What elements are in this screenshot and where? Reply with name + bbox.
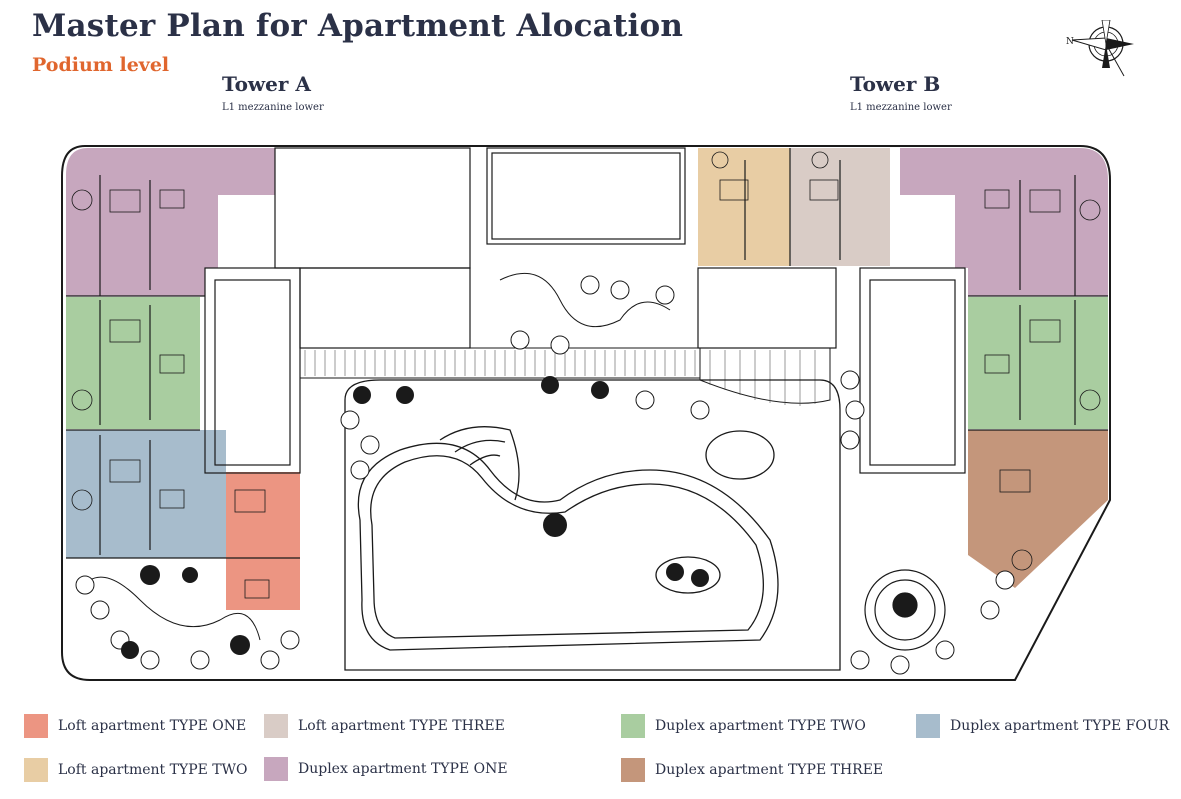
legend-label: Duplex apartment TYPE ONE	[298, 761, 508, 777]
legend-swatch	[24, 714, 48, 738]
page-subtitle: Podium level	[32, 54, 170, 76]
landscape-trees	[75, 275, 1015, 675]
legend-swatch	[24, 758, 48, 782]
loft-type-one-zone-tower-a	[226, 472, 300, 610]
swimming-pool	[344, 379, 841, 671]
legend-label: Duplex apartment TYPE THREE	[655, 762, 884, 778]
master-plan-drawing	[61, 145, 1111, 681]
legend-item-duplex-type-one: Duplex apartment TYPE ONE	[264, 757, 508, 781]
legend-label: Loft apartment TYPE ONE	[58, 718, 247, 734]
compass-north-label: N	[1066, 37, 1074, 47]
palm-trees	[121, 376, 709, 659]
legend-swatch	[621, 758, 645, 782]
legend-item-duplex-type-three: Duplex apartment TYPE THREE	[621, 758, 883, 782]
garden-path	[79, 576, 261, 641]
round-plaza	[864, 569, 946, 651]
duplex-type-one-zone-tower-b	[900, 148, 1108, 296]
tower-a-level: L1 mezzanine lower	[222, 102, 324, 113]
tower-a-title: Tower A	[222, 72, 311, 96]
legend-label: Loft apartment TYPE THREE	[298, 718, 505, 734]
duplex-type-two-zone-tower-a	[66, 297, 200, 429]
legend-swatch	[621, 714, 645, 738]
deck-hatching	[304, 350, 816, 406]
legend-swatch	[264, 714, 288, 738]
legend-swatch	[264, 757, 288, 781]
furniture-linework	[71, 151, 1101, 599]
legend-item-loft-type-three: Loft apartment TYPE THREE	[264, 714, 505, 738]
page-title: Master Plan for Apartment Alocation	[32, 8, 684, 44]
building-walls	[66, 147, 1108, 559]
duplex-type-four-zone-tower-a	[66, 430, 226, 558]
legend-item-loft-type-two: Loft apartment TYPE TWO	[24, 758, 248, 782]
duplex-type-three-zone-tower-b	[968, 430, 1108, 588]
legend-label: Loft apartment TYPE TWO	[58, 762, 248, 778]
legend-item-duplex-type-four: Duplex apartment TYPE FOUR	[916, 714, 1169, 738]
tower-b-level: L1 mezzanine lower	[850, 102, 952, 113]
duplex-type-one-zone-tower-a	[66, 148, 275, 296]
courtyard-path	[499, 272, 671, 328]
duplex-type-two-zone-tower-b	[968, 297, 1108, 429]
legend-label: Duplex apartment TYPE FOUR	[950, 718, 1170, 734]
loft-type-two-zone-tower-b	[698, 148, 790, 266]
legend-label: Duplex apartment TYPE TWO	[655, 718, 866, 734]
north-arrow-compass-icon: N	[1066, 19, 1146, 94]
podium-outline	[61, 145, 1111, 681]
tower-b-title: Tower B	[850, 72, 941, 96]
deck-strip	[299, 347, 831, 404]
legend-item-loft-type-one: Loft apartment TYPE ONE	[24, 714, 246, 738]
legend-swatch	[916, 714, 940, 738]
legend-item-duplex-type-two: Duplex apartment TYPE TWO	[621, 714, 866, 738]
